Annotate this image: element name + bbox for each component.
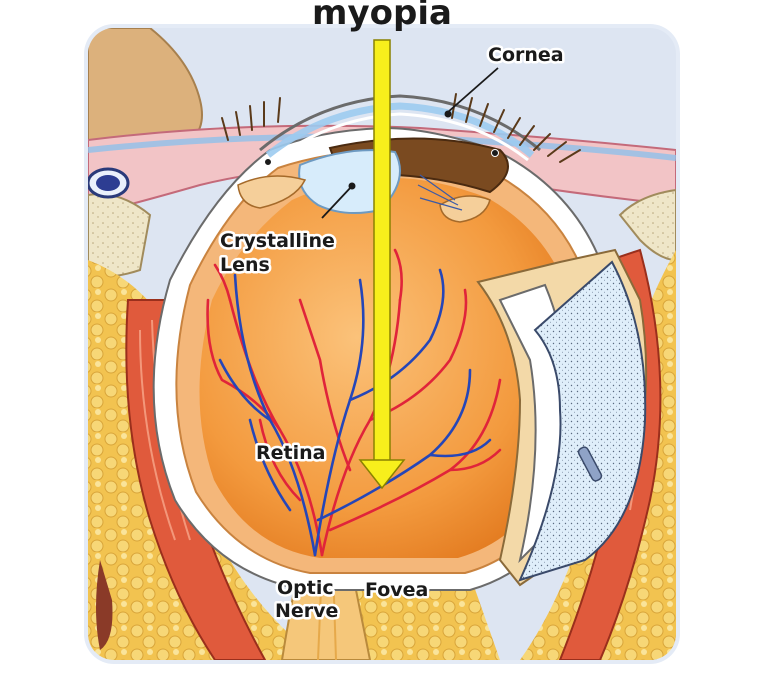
sclera-cutaway bbox=[518, 260, 647, 582]
eyelashes bbox=[221, 93, 581, 163]
cornea-surface bbox=[259, 94, 541, 152]
diagram-title: myopia bbox=[312, 0, 452, 33]
ciliary-body-left bbox=[237, 175, 307, 209]
label-crystalline-lens-line2: Lens bbox=[220, 254, 270, 276]
orbital-bone-right bbox=[618, 188, 676, 262]
label-optic-nerve-line1: Optic bbox=[277, 577, 334, 599]
eyelid-tissue bbox=[88, 124, 676, 217]
cornea-pointer bbox=[447, 67, 499, 113]
label-cornea: Cornea bbox=[488, 44, 564, 66]
label-crystalline-lens-line1: Crystalline bbox=[220, 230, 335, 252]
label-fovea: Fovea bbox=[365, 579, 428, 601]
label-optic-nerve-line2: Nerve bbox=[275, 600, 338, 622]
lens-pointer bbox=[321, 185, 353, 219]
label-retina: Retina bbox=[256, 442, 325, 464]
light-ray-arrow bbox=[358, 39, 406, 490]
